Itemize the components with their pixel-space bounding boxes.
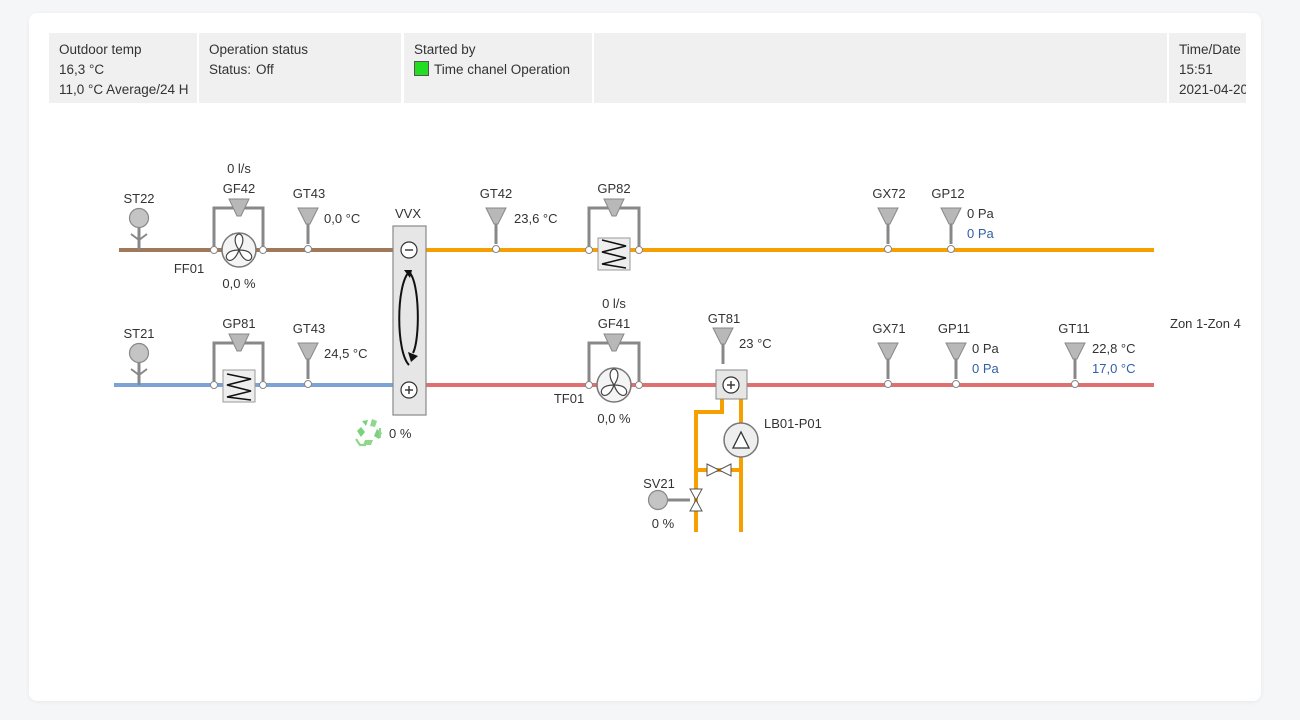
gf42-flow-sensor[interactable] <box>210 198 267 254</box>
gp11-setpoint[interactable]: 0 Pa <box>972 361 1000 376</box>
gx71-label: GX71 <box>872 321 905 336</box>
gf42-flow-value: 0 l/s <box>227 161 251 176</box>
gt11-label: GT11 <box>1058 321 1090 336</box>
heat-recovery-value: 0 % <box>389 426 412 441</box>
outdoor-temp-title: Outdoor temp <box>59 42 142 57</box>
gt43-exhaust-temp-sensor[interactable] <box>296 206 320 253</box>
status-header: Outdoor temp 16,3 °C 11,0 °C Average/24 … <box>49 33 1246 103</box>
gf41-flow-sensor[interactable] <box>585 333 643 389</box>
gt43-supply-temp-sensor[interactable] <box>296 341 320 388</box>
gp11-value: 0 Pa <box>972 341 1000 356</box>
gp81-label: GP81 <box>222 316 255 331</box>
gp81-filter[interactable] <box>210 333 267 403</box>
lb01-p01-pump[interactable] <box>723 422 759 458</box>
st22-sensor[interactable] <box>128 207 150 251</box>
heating-coil[interactable] <box>715 369 748 400</box>
zone-label: Zon 1-Zon 4 <box>1170 316 1241 331</box>
st21-label: ST21 <box>123 326 154 341</box>
operation-status-title: Operation status <box>209 42 309 57</box>
st22-label: ST22 <box>123 191 154 206</box>
gp82-label: GP82 <box>597 181 630 196</box>
started-by-title: Started by <box>414 42 476 57</box>
status-value: Off <box>256 62 274 77</box>
gt43-exhaust-value: 0,0 °C <box>324 211 360 226</box>
gt81-label: GT81 <box>708 311 741 326</box>
gt43-exhaust-label: GT43 <box>293 186 326 201</box>
started-by-value: Time chanel Operation <box>434 62 571 77</box>
gt42-label: GT42 <box>480 186 513 201</box>
gt81-value: 23 °C <box>739 336 772 351</box>
gp12-value: 0 Pa <box>967 206 995 221</box>
sv21-label: SV21 <box>643 476 675 491</box>
gt42-value: 23,6 °C <box>514 211 558 226</box>
gp12-setpoint[interactable]: 0 Pa <box>967 226 995 241</box>
bypass-valve[interactable] <box>706 463 732 477</box>
gp11-label: GP11 <box>938 321 970 336</box>
tf01-label: TF01 <box>554 391 584 406</box>
gt11-setpoint[interactable]: 17,0 °C <box>1092 361 1136 376</box>
st21-sensor[interactable] <box>128 342 150 386</box>
status-label: Status: <box>209 62 252 77</box>
gp12-label: GP12 <box>931 186 964 201</box>
gf41-flow-value: 0 l/s <box>602 296 626 311</box>
outdoor-temp-cell: Outdoor temp 16,3 °C 11,0 °C Average/24 … <box>49 33 197 103</box>
started-by-cell: Started by Time chanel Operation <box>404 33 592 103</box>
started-by-indicator <box>414 61 429 76</box>
operation-status-line: Status: Off <box>209 60 401 80</box>
gp11-pressure-sensor[interactable] <box>944 341 968 388</box>
gt11-value: 22,8 °C <box>1092 341 1136 356</box>
tf01-speed-value: 0,0 % <box>597 411 631 426</box>
vvx-heat-exchanger[interactable] <box>392 225 427 416</box>
date-value: 2021-04-20 <box>1179 82 1246 97</box>
gf41-label: GF41 <box>598 316 631 331</box>
ff01-speed-value: 0,0 % <box>222 276 256 291</box>
gt43-supply-value: 24,5 °C <box>324 346 368 361</box>
gf42-label: GF42 <box>223 181 256 196</box>
gp12-pressure-sensor[interactable] <box>939 206 963 253</box>
ff01-exhaust-fan[interactable] <box>221 232 257 268</box>
started-by-line: Time chanel Operation <box>414 60 592 80</box>
lb01-p01-label: LB01-P01 <box>764 416 822 431</box>
ff01-label: FF01 <box>174 261 204 276</box>
time-date-cell: Time/Date 15:51 2021-04-20 <box>1169 33 1246 103</box>
recycle-icon <box>355 419 382 447</box>
sv21-valve-actuator[interactable] <box>647 488 703 512</box>
tf01-supply-fan[interactable] <box>596 367 632 403</box>
vvx-label: VVX <box>395 206 421 221</box>
gt42-temp-sensor[interactable] <box>484 206 508 253</box>
main-panel <box>29 13 1261 701</box>
heating-circuit-pipes <box>694 398 743 532</box>
gt43-supply-label: GT43 <box>293 321 326 336</box>
sv21-value: 0 % <box>652 516 675 531</box>
time-value: 15:51 <box>1179 62 1213 77</box>
gx72-label: GX72 <box>872 186 905 201</box>
gt81-temp-sensor[interactable] <box>711 326 735 366</box>
gp82-filter[interactable] <box>585 198 643 271</box>
header-empty-cell <box>594 33 1167 103</box>
outdoor-temp-average: 11,0 °C Average/24 H <box>59 82 189 97</box>
operation-status-cell: Operation status Status: Off <box>199 33 401 103</box>
outdoor-temp-value: 16,3 °C <box>59 62 105 77</box>
gt11-temp-sensor[interactable] <box>1063 341 1087 388</box>
gx71-sensor[interactable] <box>876 341 900 388</box>
gx72-sensor[interactable] <box>876 206 900 253</box>
time-date-title: Time/Date <box>1179 42 1241 57</box>
